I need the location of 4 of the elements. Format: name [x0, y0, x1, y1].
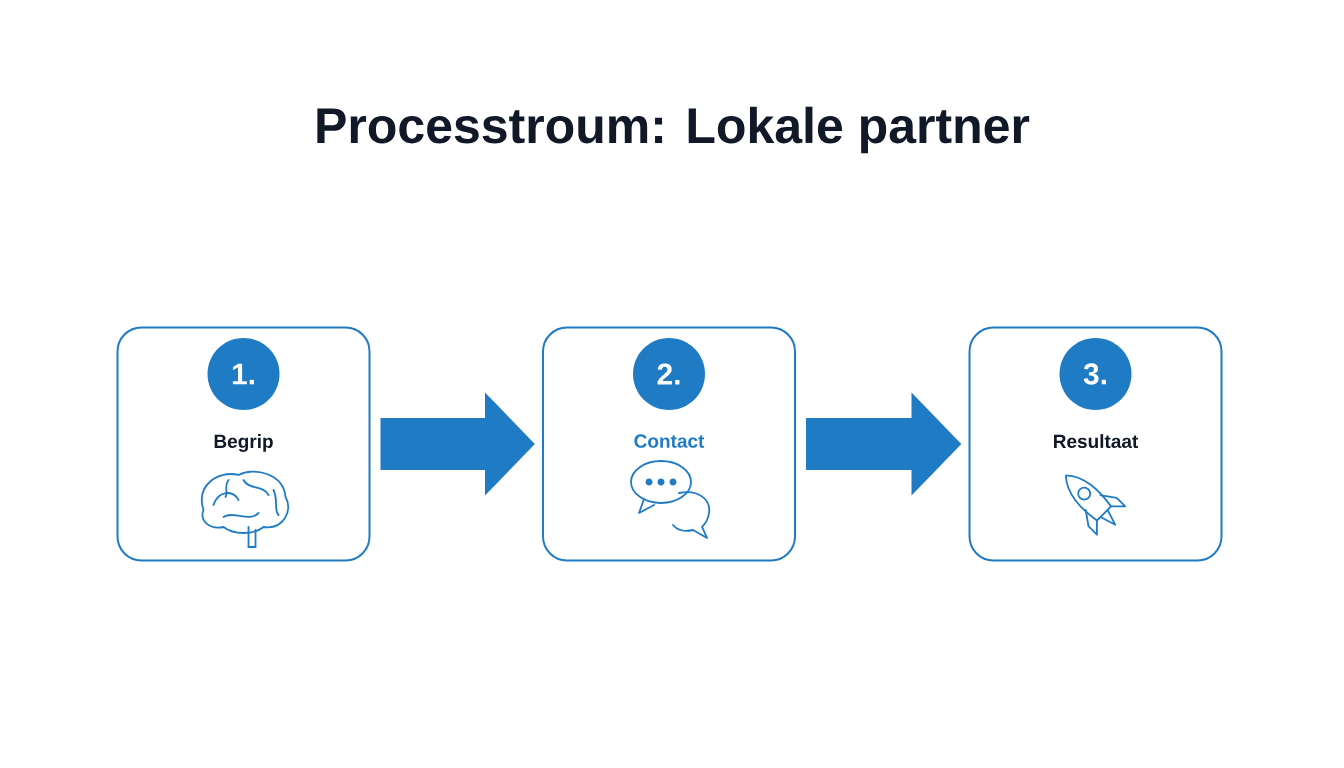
step-number-badge: 1.	[207, 338, 280, 410]
title: Processtroum: Lokale partner	[317, 106, 1030, 154]
step-number-badge: 2.	[633, 338, 705, 410]
step-number-badge: 3.	[1059, 338, 1132, 410]
